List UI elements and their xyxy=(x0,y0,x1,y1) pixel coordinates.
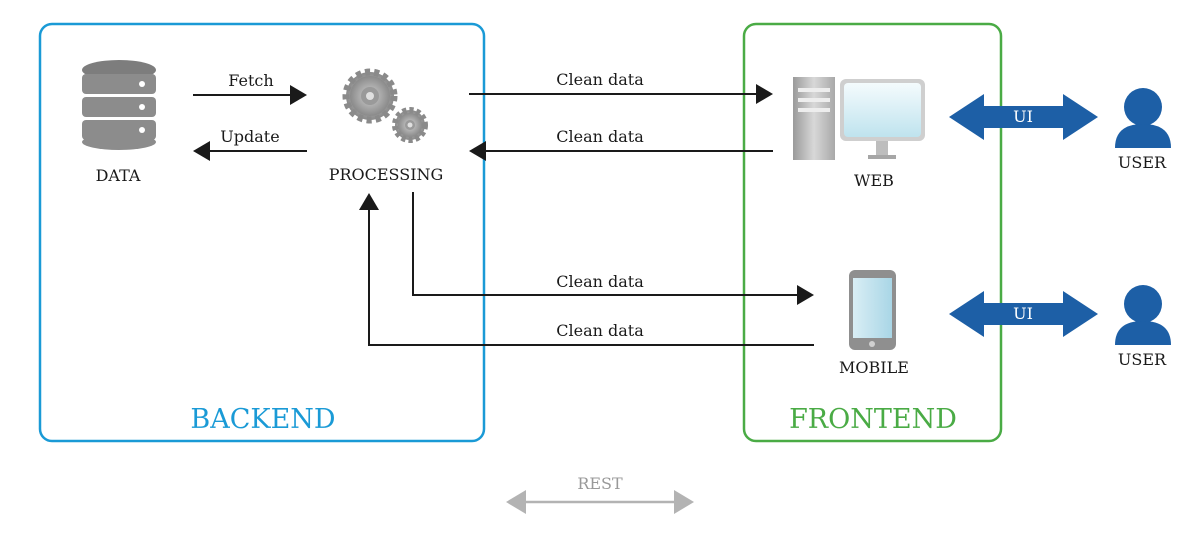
mobile-label: MOBILE xyxy=(839,358,909,377)
data-label: DATA xyxy=(96,166,141,185)
clean-data-from-web-arrow xyxy=(469,141,773,161)
web-server-icon xyxy=(793,77,835,160)
user-icon-bottom xyxy=(1115,285,1171,345)
mobile-phone-icon xyxy=(849,270,896,350)
clean-data-to-web-label: Clean data xyxy=(556,70,644,89)
ui-double-arrow-top xyxy=(949,94,1098,140)
ui-label-top: UI xyxy=(1013,107,1033,126)
web-monitor-icon xyxy=(840,79,925,159)
update-arrow xyxy=(193,141,307,161)
user-label-bottom: USER xyxy=(1118,350,1167,369)
ui-double-arrow-bottom xyxy=(949,291,1098,337)
processing-label: PROCESSING xyxy=(329,165,444,184)
rest-legend-label: REST xyxy=(577,474,623,493)
ui-label-bottom: UI xyxy=(1013,304,1033,323)
rest-legend-arrow xyxy=(506,490,694,514)
fetch-label: Fetch xyxy=(228,71,273,90)
update-label: Update xyxy=(220,127,279,146)
clean-data-to-web-arrow xyxy=(469,84,773,104)
clean-data-from-mobile-label: Clean data xyxy=(556,321,644,340)
clean-data-from-web-label: Clean data xyxy=(556,127,644,146)
backend-box xyxy=(38,22,486,443)
web-label: WEB xyxy=(854,171,894,190)
clean-data-to-mobile-label: Clean data xyxy=(556,272,644,291)
frontend-box xyxy=(742,22,1003,443)
gears-icon xyxy=(342,68,428,143)
user-icon-top xyxy=(1115,88,1171,148)
backend-title: BACKEND xyxy=(190,404,335,435)
clean-data-from-mobile-arrow xyxy=(359,193,814,346)
database-icon xyxy=(82,60,156,150)
fetch-arrow xyxy=(193,85,307,105)
clean-data-to-mobile-arrow xyxy=(412,192,814,305)
user-label-top: USER xyxy=(1118,153,1167,172)
frontend-title: FRONTEND xyxy=(789,404,957,435)
